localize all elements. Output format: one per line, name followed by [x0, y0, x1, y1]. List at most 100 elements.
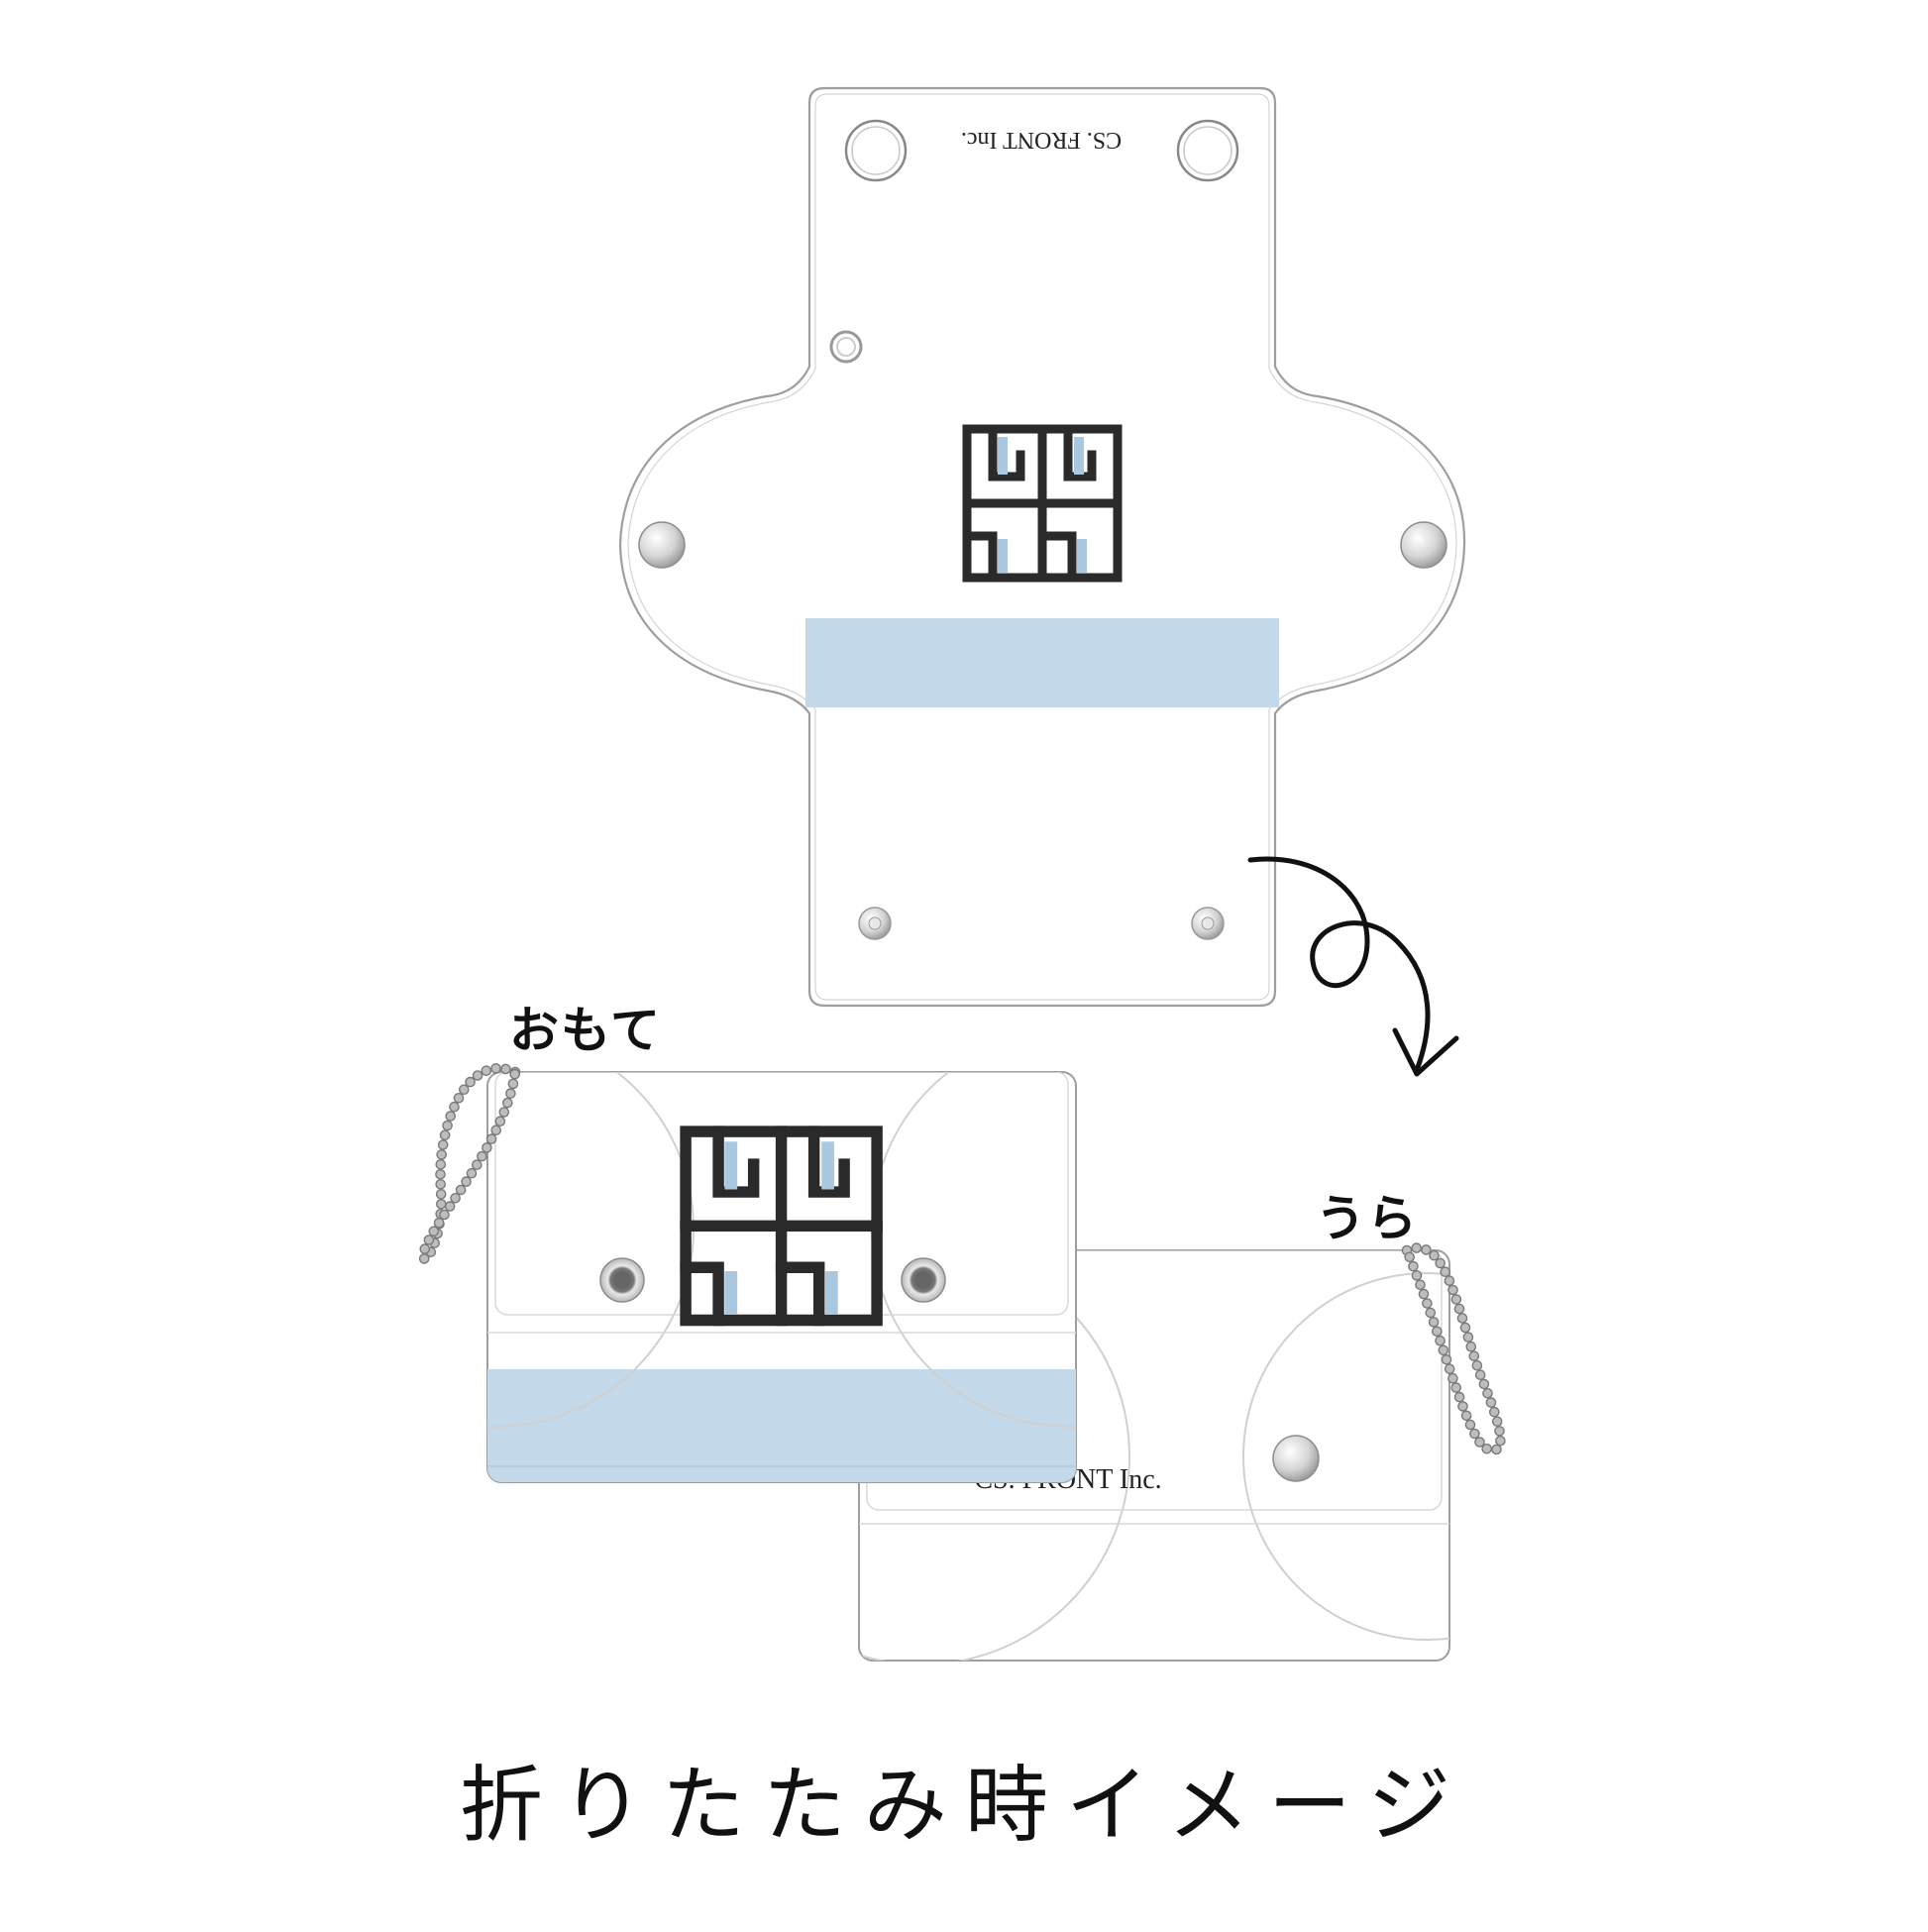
chain-bead: [1404, 1251, 1415, 1263]
chain-bead: [1464, 1419, 1476, 1431]
chain-bead: [1474, 1437, 1485, 1448]
chain-bead: [437, 1139, 449, 1150]
chain-bead: [453, 1093, 465, 1104]
front-label: おもて: [509, 1002, 662, 1059]
caption-text: 折りたたみ時イメージ: [459, 1757, 1469, 1854]
chain-bead: [466, 1167, 478, 1179]
chain-bead: [1469, 1428, 1480, 1440]
chain-bead: [439, 1209, 450, 1221]
chain-bead: [1411, 1270, 1423, 1281]
chain-bead: [1421, 1244, 1432, 1255]
chain-bead: [1459, 1322, 1471, 1334]
chain-bead: [435, 1199, 447, 1210]
chain-bead: [442, 1120, 453, 1131]
chain-bead: [1456, 1313, 1468, 1324]
chain-bead: [481, 1065, 492, 1076]
chain-bead: [1474, 1369, 1486, 1380]
snap-button-icon: [599, 1257, 946, 1303]
chain-bead: [505, 1088, 516, 1099]
chain-bead: [1418, 1288, 1430, 1300]
chain-bead: [458, 1084, 470, 1096]
chain-bead: [1494, 1426, 1505, 1437]
unfolded-pattern: CS. FRONT Inc.: [618, 86, 1466, 1008]
chain-bead: [1462, 1332, 1474, 1342]
chain-bead: [1429, 1249, 1440, 1261]
chain-bead: [435, 1169, 446, 1180]
eyelet: [829, 330, 863, 364]
chain-bead: [465, 1076, 476, 1088]
chain-bead: [1481, 1444, 1492, 1454]
chain-bead: [1478, 1378, 1490, 1390]
snap-button-icon: [1272, 1435, 1320, 1482]
chain-bead: [455, 1184, 467, 1196]
chain-bead: [1457, 1401, 1468, 1412]
chain-bead: [450, 1193, 461, 1204]
chain-bead: [1415, 1279, 1426, 1291]
accent-band: [805, 618, 1279, 707]
chain-bead: [436, 1149, 448, 1160]
chain-bead: [1425, 1307, 1437, 1319]
chain-bead: [1453, 1391, 1465, 1403]
chain-bead: [472, 1070, 483, 1081]
chain-bead: [1440, 1266, 1450, 1277]
chain-bead: [461, 1176, 472, 1187]
chain-bead: [1482, 1388, 1493, 1399]
chain-bead: [1447, 1372, 1458, 1384]
chain-bead: [1432, 1326, 1443, 1338]
chain-bead: [1491, 1416, 1503, 1427]
chain-bead: [435, 1189, 447, 1200]
chain-bead: [418, 1253, 430, 1264]
chain-bead: [1435, 1257, 1446, 1269]
chain-bead: [490, 1125, 502, 1135]
chain-bead: [1438, 1344, 1449, 1356]
cs-front-logo-icon: [680, 1126, 883, 1327]
chain-bead: [1411, 1242, 1422, 1253]
chain-bead: [423, 1234, 435, 1245]
chain-bead: [449, 1101, 460, 1113]
chain-bead: [428, 1226, 440, 1237]
curved-arrow-icon: [1247, 856, 1459, 1077]
chain-bead: [482, 1142, 492, 1153]
chain-bead: [439, 1129, 451, 1140]
chain-bead: [1435, 1336, 1446, 1346]
hole-right: [1176, 119, 1239, 182]
chain-bead: [433, 1218, 445, 1229]
chain-bead: [471, 1159, 482, 1170]
chain-bead: [1450, 1294, 1462, 1305]
chain-bead: [1444, 1275, 1455, 1286]
chain-bead: [1468, 1350, 1480, 1361]
chain-bead: [419, 1243, 431, 1254]
chain-bead: [1465, 1341, 1477, 1352]
chain-bead: [509, 1068, 521, 1080]
chain-bead: [501, 1097, 513, 1109]
chain-bead: [444, 1201, 456, 1212]
chain-bead: [1444, 1363, 1455, 1374]
chain-bead: [1428, 1317, 1440, 1328]
chain-bead: [477, 1150, 487, 1162]
chain-bead: [500, 1063, 511, 1075]
chain-bead: [1460, 1410, 1472, 1422]
chain-bead: [1495, 1436, 1506, 1447]
chain-bead: [1489, 1406, 1500, 1418]
chain-bead: [507, 1078, 519, 1090]
chain-bead: [1422, 1298, 1433, 1309]
chain-bead: [490, 1063, 501, 1074]
chain-bead: [1471, 1359, 1483, 1371]
company-text-inverted: CS. FRONT Inc.: [961, 127, 1122, 153]
chain-bead: [445, 1111, 457, 1122]
snap-socket-icon: [858, 907, 1225, 940]
chain-bead: [494, 1116, 506, 1127]
chain-bead: [1441, 1354, 1452, 1365]
back-label: うら: [1316, 1190, 1419, 1247]
svg-text:CS. FRONT Inc.: CS. FRONT Inc.: [961, 127, 1122, 153]
chain-bead: [1408, 1260, 1419, 1272]
chain-bead: [1485, 1397, 1497, 1408]
chain-bead: [498, 1107, 510, 1118]
chain-bead: [485, 1133, 497, 1144]
chain-bead: [1491, 1444, 1502, 1455]
chain-bead: [1450, 1382, 1461, 1393]
ball-chain-icon: [1401, 1242, 1506, 1455]
snap-button-icon: [638, 521, 1447, 569]
hole-left: [844, 119, 908, 182]
chain-bead: [1453, 1303, 1465, 1315]
